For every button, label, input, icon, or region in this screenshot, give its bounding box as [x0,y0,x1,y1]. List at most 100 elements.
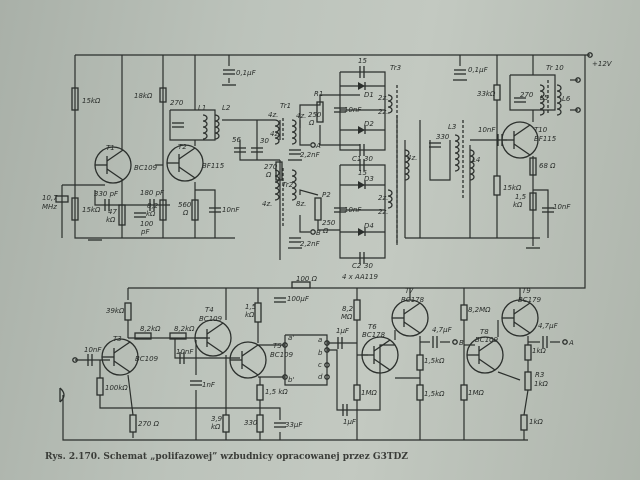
label-t2-type: BF115 [202,162,225,170]
label-r1k-a: 1kΩ [532,347,547,355]
wire [169,109,216,141]
label-t10-type: BF115 [534,135,557,143]
label-tr1-w2: 4z. [270,130,280,138]
label-t6: T6 [368,323,377,331]
label-qd: d [318,373,323,381]
label-out-a2: A [568,339,574,347]
label-tr3-w2: 2z. [378,108,388,116]
label-r39k-b2: kΩ [211,423,221,431]
coil-inductor [387,189,393,209]
wire [99,395,281,420]
wire [497,371,521,381]
transistor-symbol [94,146,132,184]
label-c15-a: 15 [358,57,367,65]
label-w4z: 4z. [407,154,417,162]
resistor [118,204,126,226]
coil-inductor [291,119,297,145]
label-r15k-d2: kΩ [513,201,523,209]
label-c1u-a: 1μF [336,327,350,335]
wire [509,74,556,111]
label-p2-val1: 250 [322,219,336,227]
label-c47u-a: 4,7μF [538,322,559,330]
label-c10n-t10: 10nF [478,126,496,134]
terminal-connector[interactable] [282,342,288,348]
wire [94,190,170,206]
resistor [159,199,167,221]
terminal-connector[interactable] [324,362,330,368]
label-r82m-b: 8,2MΩ [468,306,491,314]
terminal-connector[interactable] [282,374,288,380]
label-r15k-c: 15kΩ [503,184,522,192]
resistor [191,199,199,221]
resistor [222,414,230,433]
label-tr1-w1: 4z. [268,111,278,119]
label-t7-type: BC178 [401,296,425,304]
label-r15k-h: 1,5kΩ [424,390,445,398]
label-c10n-in: 10nF [84,346,102,354]
terminal-connector[interactable] [575,107,581,113]
resistor [353,299,361,321]
components [55,52,593,433]
label-r270-1: 270 [264,163,278,171]
wire [299,94,360,128]
label-c10n-f: 10nF [176,348,194,356]
coil-inductor [214,114,220,140]
resistor [96,377,104,396]
label-c1n: 1nF [202,381,216,389]
transistor-symbol [101,338,139,376]
label-tr1-w3: 4z. [296,112,306,120]
label-d3: D3 [364,175,374,183]
wire [317,220,340,231]
label-tr2-w1: 4z. [262,200,272,208]
label-l4: L4 [472,156,480,164]
label-t3-type: BC109 [135,355,159,363]
label-d2: D2 [364,120,374,128]
resistor [169,332,187,340]
label-r1: R1 [314,90,323,98]
label-c15-b: 15 [358,169,367,177]
resistor [124,302,132,321]
transistor-symbol [391,299,429,337]
resistor [416,384,424,401]
terminal-connector[interactable] [575,77,581,83]
label-c180: 180 pF [140,189,165,197]
label-r270-2: Ω [265,171,272,179]
label-l5: L5 [540,94,549,102]
label-r100: 100 Ω [296,275,318,283]
transistor-symbol [166,144,204,182]
terminal-connector[interactable] [587,52,593,58]
terminal-connector[interactable] [562,339,568,345]
label-c100u: 100μF [287,295,310,303]
label-l6: L6 [562,95,571,103]
terminal-connector[interactable] [310,229,316,235]
label-l1: L1 [198,104,206,112]
resistor [460,384,468,401]
wire [319,125,360,146]
terminal-connector[interactable] [324,347,330,353]
label-c100p-2: pF [140,228,150,236]
wire [284,334,328,386]
diode-symbol [340,82,385,90]
label-c100p-1: 100 [140,220,154,228]
wire [339,71,386,151]
wire [195,189,216,238]
label-d1: D1 [364,91,374,99]
label-c10n-t2: 10nF [222,206,240,214]
label-r15k-b: 15kΩ [82,206,101,214]
label-r39k: 39kΩ [106,307,125,315]
label-c330-b: 330 [436,133,450,141]
terminal-connector[interactable] [72,357,78,363]
label-r82k-a: 8,2kΩ [140,325,161,333]
terminal-connector[interactable] [452,339,458,345]
resistor [129,414,137,433]
label-c10n-a: 10nF [344,106,362,114]
resistor [159,87,167,103]
label-pb: b' [288,376,294,384]
label-r270b: 270 Ω [138,420,160,428]
terminal-connector[interactable] [310,142,316,148]
resistor [416,354,424,371]
terminal-connector[interactable] [324,340,330,346]
transistor-symbol [501,299,539,337]
terminal-connector[interactable] [324,374,330,380]
